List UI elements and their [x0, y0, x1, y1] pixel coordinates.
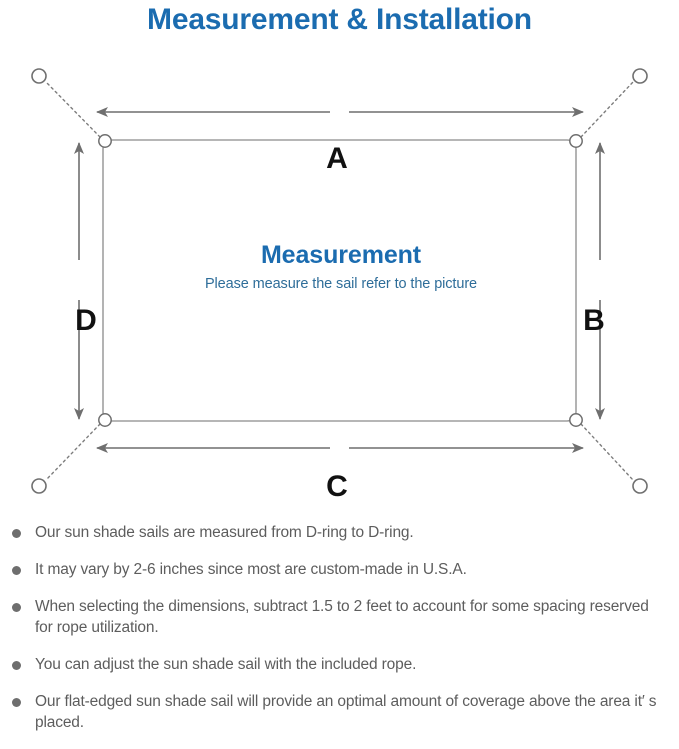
note-text: You can adjust the sun shade sail with t…: [35, 656, 417, 673]
list-item: Our flat-edged sun shade sail will provi…: [0, 691, 679, 733]
list-item: When selecting the dimensions, subtract …: [0, 596, 679, 638]
d-ring-bottom-left-icon: [98, 413, 112, 427]
rope-lines-group: [45, 81, 634, 481]
rope-top-right: [580, 81, 634, 138]
list-item: It may vary by 2-6 inches since most are…: [0, 559, 679, 580]
bullet-icon: [12, 603, 21, 612]
bullet-icon: [12, 661, 21, 670]
rope-top-left: [45, 81, 101, 138]
note-text: Our sun shade sails are measured from D-…: [35, 524, 414, 541]
sail-body: [102, 139, 577, 422]
measurement-diagram: A B C D Measurement Please measure the s…: [0, 48, 679, 518]
dimension-label-a: A: [326, 142, 348, 175]
d-ring-bottom-right-icon: [569, 413, 583, 427]
d-ring-top-left-icon: [98, 134, 112, 148]
rope-bottom-right: [580, 423, 634, 481]
note-text: It may vary by 2-6 inches since most are…: [35, 561, 467, 578]
anchor-bottom-left-icon: [31, 478, 47, 494]
dimension-label-d: D: [75, 304, 97, 337]
bullet-icon: [12, 529, 21, 538]
anchor-top-left-icon: [31, 68, 47, 84]
dimension-label-b: B: [583, 304, 605, 337]
anchor-points-group: [31, 68, 648, 494]
diagram-canvas: [31, 68, 648, 494]
rope-bottom-left: [45, 423, 101, 481]
bullet-icon: [12, 698, 21, 707]
notes-list: Our sun shade sails are measured from D-…: [0, 522, 679, 749]
d-rings-group: [98, 134, 583, 427]
anchor-top-right-icon: [632, 68, 648, 84]
page-title: Measurement & Installation: [147, 3, 532, 36]
list-item: You can adjust the sun shade sail with t…: [0, 654, 679, 675]
anchor-bottom-right-icon: [632, 478, 648, 494]
note-text: Our flat-edged sun shade sail will provi…: [35, 693, 657, 731]
dimension-label-c: C: [326, 470, 348, 503]
note-text: When selecting the dimensions, subtract …: [35, 598, 649, 636]
list-item: Our sun shade sails are measured from D-…: [0, 522, 679, 543]
d-ring-top-right-icon: [569, 134, 583, 148]
bullet-icon: [12, 566, 21, 575]
